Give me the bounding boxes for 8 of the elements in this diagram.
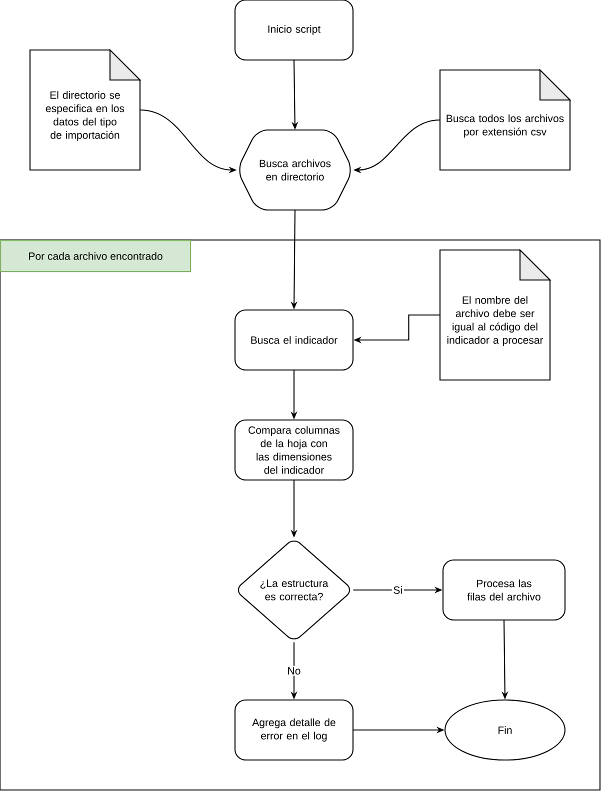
process-box: Inicio script [234, 0, 354, 61]
edge-label: Si [392, 584, 404, 596]
process-box: Compara columnas de la hoja con las dimensiones del indicador [234, 419, 354, 481]
process-box: Procesa las filas del archivo [442, 559, 566, 621]
process-box: Agrega detalle de error en el log [234, 699, 354, 761]
process-box: Busca el indicador [234, 309, 354, 371]
preparation-hexagon: Busca archivos en directorio [239, 129, 351, 211]
edge-label: No [286, 666, 302, 676]
